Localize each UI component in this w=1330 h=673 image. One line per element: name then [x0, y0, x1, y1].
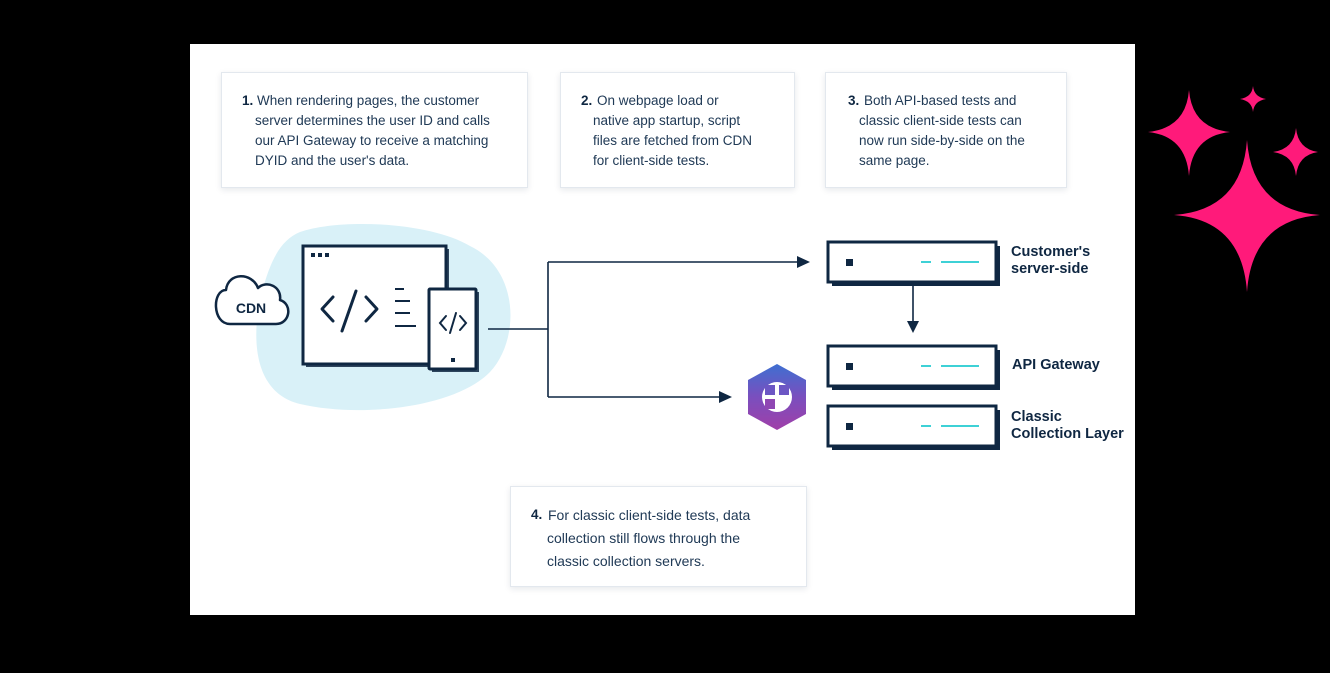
step-text-line: For classic client-side tests, data — [548, 507, 751, 523]
step-text-line: collection still flows through the — [547, 530, 740, 546]
cdn-cloud-icon — [214, 275, 290, 326]
step-card-2: 2. On webpage load or native app startup… — [560, 72, 795, 188]
server-label-collection: Classic Collection Layer — [1011, 409, 1124, 443]
label-line: Customer's — [1011, 244, 1091, 260]
step-number: 1. — [242, 93, 254, 108]
arrow-head — [719, 391, 732, 403]
label-line: API Gateway — [1012, 357, 1100, 373]
cdn-label: CDN — [236, 300, 266, 316]
step-text-line: our API Gateway to receive a matching — [255, 133, 489, 148]
step-number: 4. — [531, 507, 543, 522]
arrow-head — [907, 321, 919, 333]
server-icon — [826, 404, 1000, 450]
step-text-line: DYID and the user's data. — [255, 153, 410, 168]
flow-connectors — [488, 261, 914, 398]
step-card-1: 1. When rendering pages, the customer se… — [221, 72, 528, 188]
server-label-api-gateway: API Gateway — [1012, 357, 1100, 374]
label-line: server-side — [1011, 261, 1089, 277]
mobile-device-icon — [427, 287, 479, 372]
step-text-line: files are fetched from CDN — [593, 133, 753, 148]
step-text-line: same page. — [859, 153, 930, 168]
step-number: 2. — [581, 93, 593, 108]
hexagon-logo-icon — [748, 364, 806, 430]
step-card-3: 3. Both API-based tests and classic clie… — [825, 72, 1067, 188]
step-text-line: native app startup, script — [593, 113, 741, 128]
label-line: Collection Layer — [1011, 426, 1124, 442]
step-text-line: for client-side tests. — [593, 153, 710, 168]
step-text-line: When rendering pages, the customer — [257, 93, 480, 108]
server-icon — [826, 344, 1000, 390]
step-text-line: On webpage load or — [597, 93, 719, 108]
step-text-line: classic collection servers. — [547, 553, 705, 569]
server-icon — [826, 240, 1000, 286]
step-text-line: classic client-side tests can — [859, 113, 1022, 128]
step-text-line: server determines the user ID and calls — [255, 113, 490, 128]
server-label-customer: Customer's server-side — [1011, 244, 1090, 278]
step-card-4: 4. For classic client-side tests, data c… — [510, 486, 807, 587]
step-text-line: Both API-based tests and — [864, 93, 1017, 108]
step-number: 3. — [848, 93, 860, 108]
code-brackets-icon — [320, 289, 379, 333]
arrow-head — [797, 256, 810, 268]
label-line: Classic — [1011, 409, 1062, 425]
step-text-line: now run side-by-side on the — [859, 133, 1025, 148]
sparkle-icon — [1148, 86, 1320, 292]
